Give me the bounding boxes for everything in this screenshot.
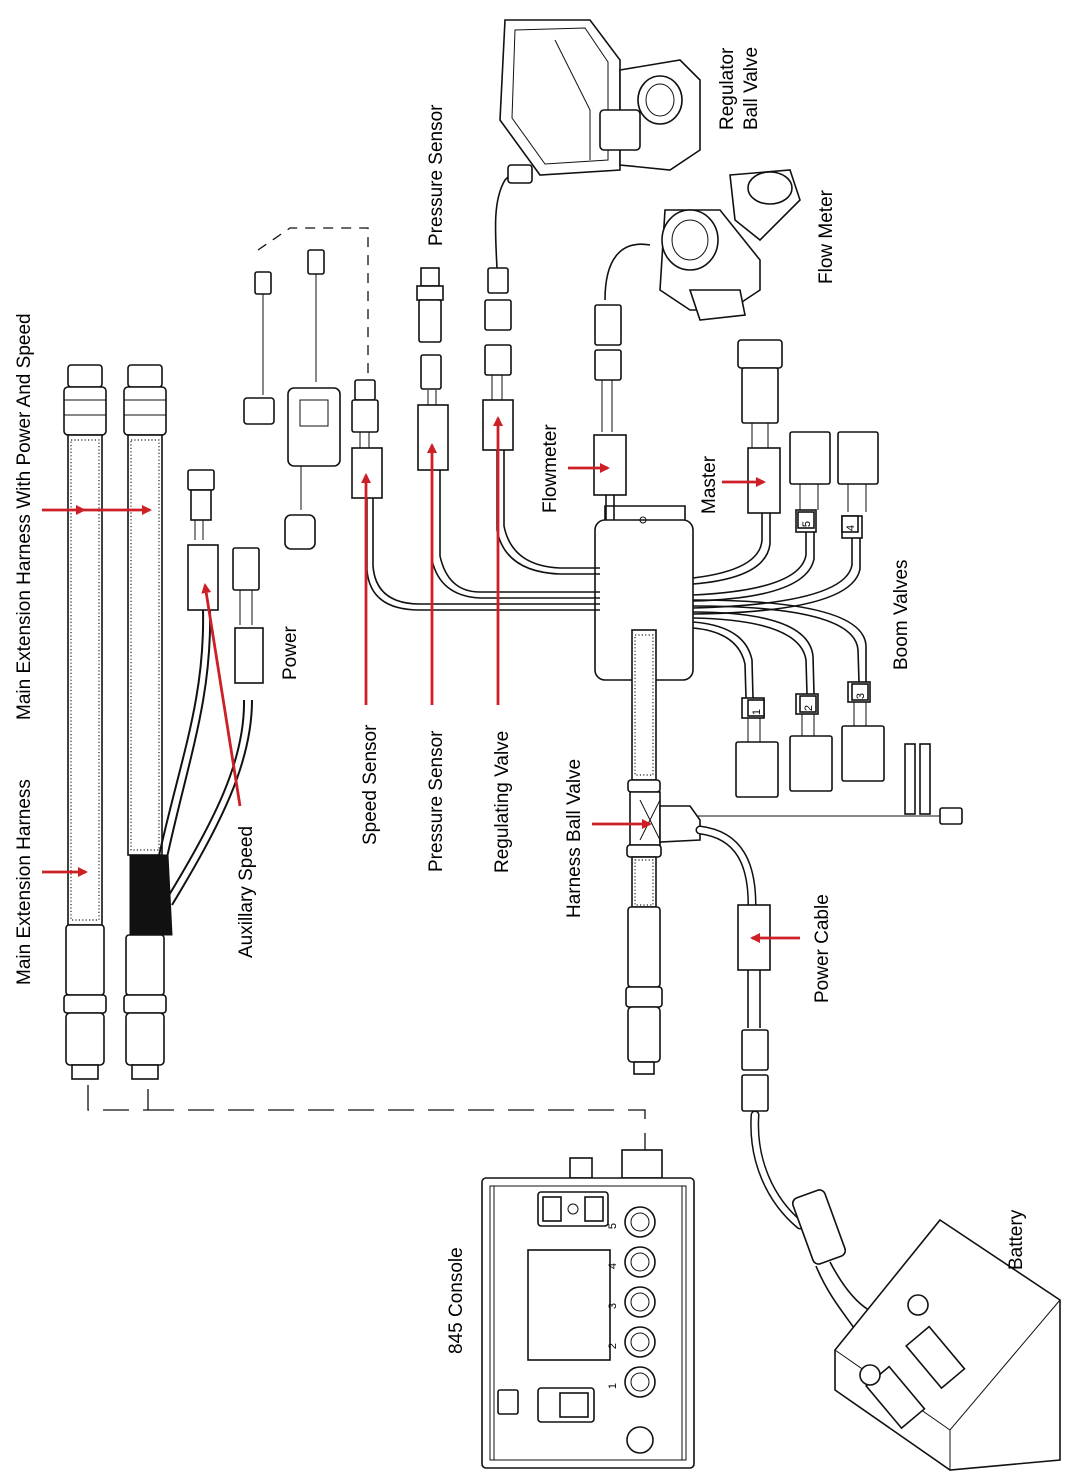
arrow-auxillary-speed <box>201 583 242 807</box>
label-master: Master <box>699 455 720 514</box>
label-flow-meter-device: Flow Meter <box>816 189 837 284</box>
auxillary-speed-connector[interactable] <box>187 469 219 611</box>
label-pressure-sensor-device: Pressure Sensor <box>426 104 447 246</box>
label-harness-ball-valve: Harness Ball Valve <box>564 759 585 918</box>
label-console: 845 Console <box>446 1247 467 1354</box>
label-regulating-valve: Regulating Valve <box>492 731 513 873</box>
main-extension-harness-power-speed[interactable] <box>123 364 253 1080</box>
console-boom-switch-3[interactable] <box>624 1286 656 1318</box>
console-boom-switch-knob <box>630 1292 650 1312</box>
label-flowmeter: Flowmeter <box>540 424 561 513</box>
label-main-extension-harness: Main Extension Harness <box>14 779 35 985</box>
label-auxillary-speed: Auxillary Speed <box>236 826 257 958</box>
console-boom-switch-number: 4 <box>607 1263 619 1269</box>
boom-valve-number-3: 3 <box>855 693 867 699</box>
power-cable[interactable] <box>695 825 914 1354</box>
label-boom-valves: Boom Valves <box>891 559 912 670</box>
label-battery: Battery <box>1006 1209 1027 1270</box>
boom-valve-number-5: 5 <box>801 521 813 527</box>
label-main-extension-harness-power-speed: Main Extension Harness With Power And Sp… <box>14 313 35 720</box>
boom-valve-number-4: 4 <box>845 525 857 531</box>
console-boom-switch-number: 5 <box>607 1223 619 1229</box>
boom-valve-number-tags: 1 2 3 4 5 <box>747 511 869 717</box>
console-boom-switch-2[interactable] <box>624 1326 656 1358</box>
main-extension-harness[interactable] <box>63 364 107 1080</box>
master-connector[interactable] <box>737 339 783 514</box>
console-boom-switch-number: 1 <box>607 1383 619 1389</box>
label-power: Power <box>280 625 301 680</box>
battery <box>834 1218 1061 1471</box>
label-power-cable: Power Cable <box>812 894 833 1003</box>
speed-sensor-devices <box>243 227 369 550</box>
regulating-valve-connector[interactable] <box>482 169 516 451</box>
console-boom-switch-knob <box>630 1332 650 1352</box>
flowmeter-connector[interactable] <box>593 304 627 496</box>
console-boom-switch-knob <box>630 1372 650 1392</box>
console-boom-switch-4[interactable] <box>624 1246 656 1278</box>
harness-trunk <box>625 629 663 1075</box>
regulator-ball-valve-device <box>499 19 701 184</box>
console-display <box>527 1249 611 1361</box>
label-pressure-sensor-connector: Pressure Sensor <box>426 730 447 872</box>
console-boom-switch-knob <box>630 1252 650 1272</box>
label-regulator-line2: Ball Valve <box>741 47 762 130</box>
boom-valve-number-1: 1 <box>751 709 763 715</box>
console-master-switch <box>626 1426 654 1454</box>
callout-arrows <box>42 416 800 943</box>
console-boom-switch-knob <box>630 1212 650 1232</box>
console-boom-switch-1[interactable] <box>624 1366 656 1398</box>
console-boom-switches[interactable]: 1 2 3 4 5 <box>607 1206 656 1398</box>
power-connector[interactable] <box>232 547 264 684</box>
console-boom-switch-5[interactable] <box>624 1206 656 1238</box>
pressure-sensor-device <box>416 267 444 390</box>
console-boom-switch-number: 3 <box>607 1303 619 1309</box>
console-845[interactable] <box>481 1149 695 1469</box>
label-regulator-line1: Regulator <box>717 47 738 130</box>
boom-valve-number-2: 2 <box>803 705 815 711</box>
flow-meter-device <box>604 169 801 321</box>
console-boom-switch-number: 2 <box>607 1343 619 1349</box>
label-speed-sensor: Speed Sensor <box>360 724 381 845</box>
